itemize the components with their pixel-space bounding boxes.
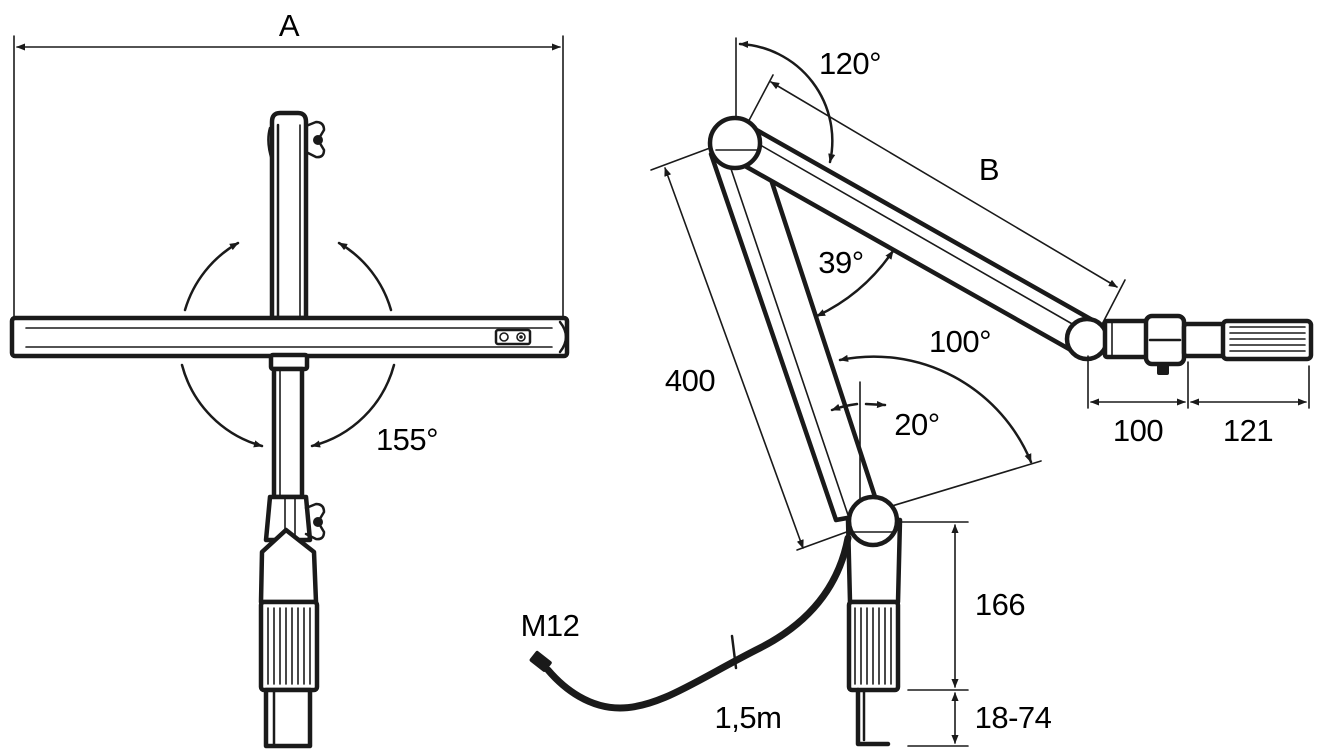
magnifier-head-bar <box>9 315 570 359</box>
lower-arm-front <box>258 352 326 749</box>
head-grip <box>1220 318 1314 362</box>
power-switch-icon <box>499 332 509 342</box>
dimension-a-label: A <box>279 8 300 43</box>
dimmer-switch-icon <box>516 332 526 342</box>
joint-knob-icon <box>313 517 323 527</box>
upper-arm-front <box>267 110 326 321</box>
lower-arm-length-label: 400 <box>665 363 715 398</box>
base-angles: 20° <box>830 354 1042 521</box>
clamp-height-label: 166 <box>975 587 1025 622</box>
swivel-arrows: 155° <box>180 241 439 457</box>
head-dimension-100: 100 <box>1113 413 1163 448</box>
clamp-opening-label: 18-74 <box>975 700 1052 735</box>
grip-knob-front <box>258 599 320 693</box>
power-cable: M12 1,5m <box>521 534 852 735</box>
elbow-joint <box>707 115 763 171</box>
upper-arm-angle-label: 120° <box>819 46 881 81</box>
m12-connector-icon <box>529 650 552 672</box>
mount-screw-icon <box>1157 362 1169 375</box>
dimension-a: A <box>13 8 564 321</box>
cable-marker <box>730 634 738 670</box>
dimension-400: 400 <box>650 144 853 551</box>
dimension-b-label: B <box>979 152 999 187</box>
head-dimensions: 100 121 <box>1087 355 1310 448</box>
elbow-angle: 39° <box>815 245 895 318</box>
front-view: A 155° <box>9 8 570 749</box>
base-angle-label: 20° <box>894 407 939 442</box>
head-angle-label: 100° <box>929 324 991 359</box>
clamp-side <box>845 494 903 747</box>
head-side: 100° <box>929 313 1314 375</box>
head-dimension-121: 121 <box>1223 413 1273 448</box>
tilt-knob-icon <box>313 135 323 145</box>
swivel-angle-label: 155° <box>376 422 438 457</box>
cable-length-label: 1,5m <box>715 700 782 735</box>
side-view: 120° B 400 <box>521 37 1314 747</box>
elbow-angle-label: 39° <box>818 245 863 280</box>
dimension-b: B <box>744 74 1126 335</box>
connector-label: M12 <box>521 608 580 643</box>
clamp-dimensions: 166 18-74 <box>895 521 1052 747</box>
